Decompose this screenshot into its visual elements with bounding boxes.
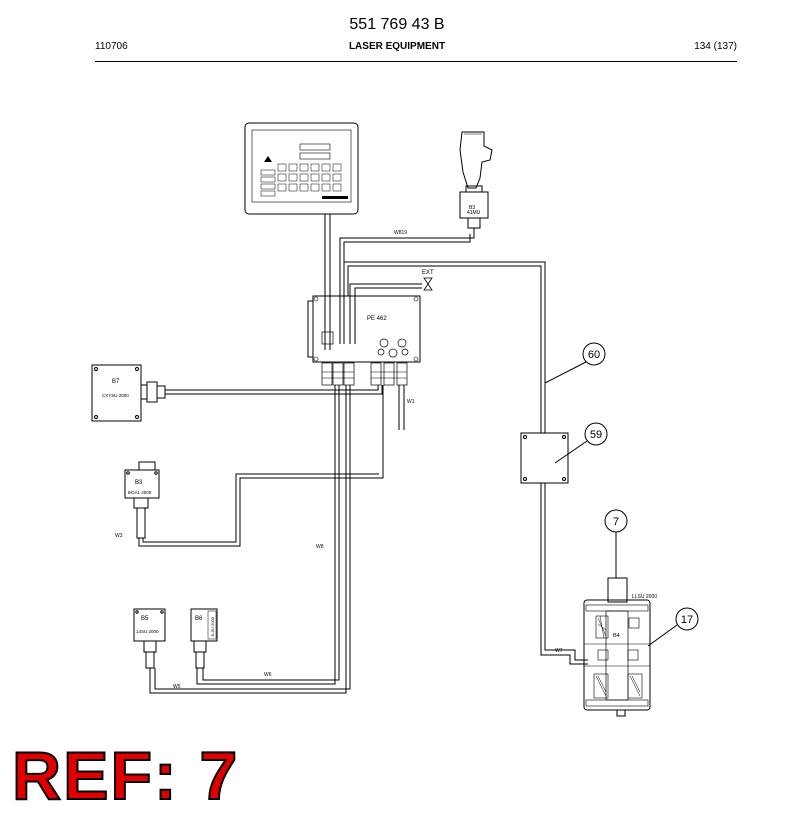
cable-w19 (339, 234, 475, 344)
callout-17-label: 17 (681, 614, 693, 626)
header-code: 110706 (95, 41, 128, 52)
callout-59 (554, 422, 608, 464)
cable-ext (349, 283, 422, 344)
cable-display (324, 214, 331, 350)
sensor-b4-assembly (583, 577, 651, 717)
cable-w3 (138, 385, 384, 547)
wire-label-w1: W1 (407, 399, 415, 405)
wire-label-w6: W6 (264, 672, 272, 678)
sensor-b6-model: 1LSU 2000 (210, 616, 215, 637)
ref-stamp: REF: 7 (11, 738, 240, 814)
sensor-b5 (133, 608, 166, 669)
cable-b7 (165, 385, 383, 395)
callout-17 (647, 607, 699, 647)
cable-w1 (398, 385, 405, 430)
cable-w6 (196, 385, 340, 685)
joystick-handle (459, 131, 493, 234)
callout-59-label: 59 (590, 429, 602, 441)
wire-label-w5: W5 (173, 684, 181, 690)
joystick-id: B3 (469, 205, 475, 211)
sensor-b6 (190, 608, 218, 669)
sensor-b7-id: B7 (112, 379, 120, 385)
header-divider (95, 61, 737, 62)
sensor-b4-id: B4 (613, 633, 620, 639)
sensor-b3-model: BOA1 2000 (128, 490, 152, 495)
sensor-b5-model: 14SU 2000 (136, 629, 159, 634)
sensor-b4-model: LLSU 2000 (632, 594, 657, 600)
wire-label-w19: W819 (394, 230, 407, 236)
callout-60-label: 60 (588, 349, 600, 361)
wire-label-w3: W3 (115, 533, 123, 539)
joystick-model: 41MU (467, 210, 481, 216)
document-number: 551 769 43 B (349, 16, 445, 33)
sensor-b7 (91, 364, 166, 422)
ext-label: EXT (422, 270, 434, 276)
junction-box (520, 432, 569, 484)
sensor-b6-id: B6 (195, 616, 203, 622)
section-title: LASER EQUIPMENT (348, 41, 446, 52)
display-panel (244, 122, 359, 215)
sensor-b3-id: B3 (135, 480, 143, 486)
callout-7-label: 7 (613, 516, 619, 528)
sensor-b5-id: B5 (141, 616, 149, 622)
page-number: 134 (137) (694, 41, 737, 52)
cable-w7 (343, 261, 588, 665)
wire-label-w7: W7 (555, 648, 563, 654)
callout-7 (604, 509, 628, 578)
control-unit-label: PE 462 (367, 316, 387, 322)
callout-60 (544, 342, 606, 384)
sensor-b3 (124, 461, 160, 539)
cable-w5 (149, 385, 351, 694)
ext-connector-icon (423, 277, 433, 291)
control-unit (307, 295, 421, 386)
sensor-b7-model: CXYSU 2000 (102, 393, 129, 398)
wire-label-w8: W8 (316, 544, 324, 550)
